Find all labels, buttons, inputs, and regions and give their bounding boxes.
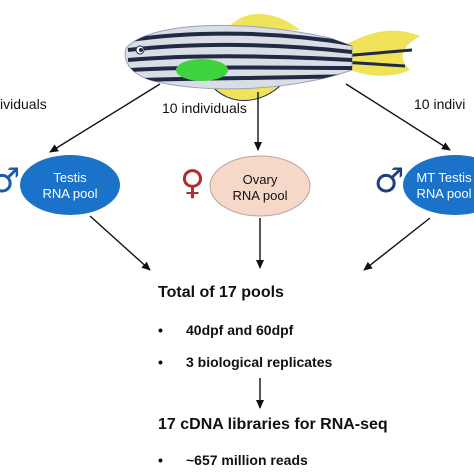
female-symbol-icon: ♀ — [180, 163, 205, 203]
middle-individuals-label: 10 individuals — [162, 100, 247, 116]
fish-tail-stripe — [341, 48, 413, 58]
ovary-pool-line2: RNA pool — [232, 188, 288, 203]
ovary-pool-label: Ovary RNA pool — [220, 172, 300, 204]
mt-testis-pool-line1: MT Testis — [416, 170, 472, 185]
libraries-bullet-item: ~657 million reads — [186, 452, 308, 468]
mt-testis-pool-line2: RNA pool — [416, 186, 472, 201]
male-symbol-icon: ♂ — [374, 161, 405, 201]
summary-bullet-item: 3 biological replicates — [186, 354, 333, 370]
summary-bullet-item: 40dpf and 60dpf — [186, 322, 294, 338]
libraries-heading: 17 cDNA libraries for RNA-seq — [158, 416, 388, 433]
ovary-pool-line1: Ovary — [242, 172, 278, 187]
right-individuals-label: 10 indivi — [414, 96, 466, 112]
testis-pool-line2: RNA pool — [42, 186, 98, 201]
arrow-testis-to-total — [89, 215, 151, 271]
zebrafish-illustration — [124, 13, 420, 101]
mt-testis-pool-ellipse — [403, 155, 474, 215]
testis-pool-line1: Testis — [53, 170, 87, 185]
fish-stripes — [127, 31, 352, 82]
arrow-fish-to-mt-testis — [345, 83, 451, 151]
ovary-pool-ellipse — [209, 155, 311, 217]
male-symbol-icon: ♂ — [0, 161, 21, 201]
bullet-marker: • — [158, 354, 163, 370]
fish-gonad — [176, 59, 228, 81]
arrow-fish-to-testis — [49, 83, 161, 153]
bullet-marker: • — [158, 452, 163, 468]
arrow-mt-testis-to-total — [363, 217, 431, 271]
mt-testis-pool-label: MT Testis RNA pool — [404, 170, 474, 202]
fish-eye-pupil — [139, 48, 143, 52]
testis-pool-ellipse — [20, 155, 120, 215]
left-individuals-label: ividuals — [0, 96, 47, 112]
bullet-marker: • — [158, 322, 163, 338]
testis-pool-label: Testis RNA pool — [30, 170, 110, 202]
total-pools-heading: Total of 17 pools — [158, 284, 284, 301]
